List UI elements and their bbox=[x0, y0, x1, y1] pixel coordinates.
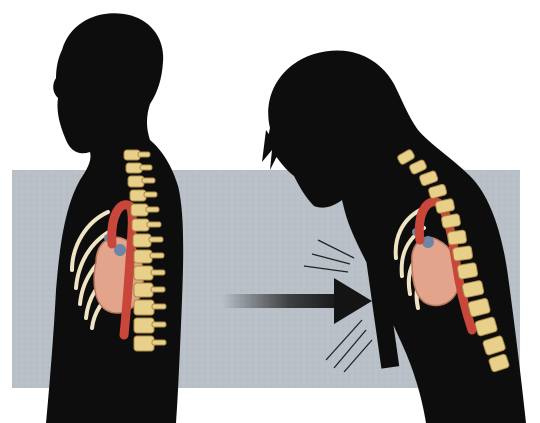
arrow-shaft bbox=[222, 294, 344, 308]
upright-person bbox=[46, 13, 183, 423]
